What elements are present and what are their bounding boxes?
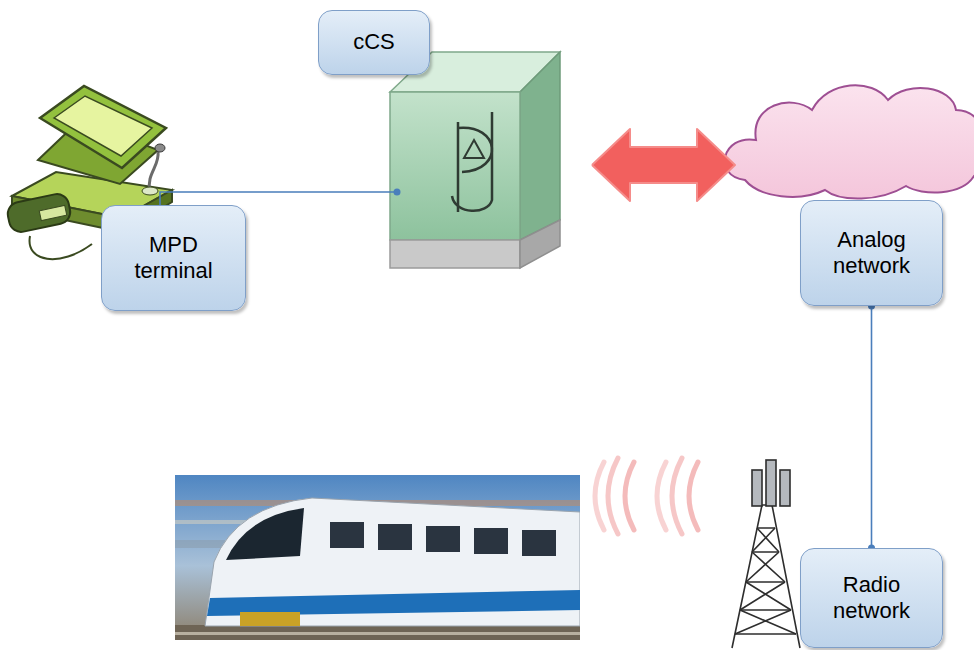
- server-icon-part: [458, 122, 492, 212]
- network-cloud: [725, 85, 974, 198]
- train-photo-part: [330, 522, 364, 548]
- server-icon-part: [452, 112, 492, 211]
- radio-waves-part: [625, 462, 634, 530]
- radio-tower-part: [752, 470, 762, 506]
- node-label: MPD terminal: [108, 232, 239, 285]
- train-photo: [175, 475, 580, 640]
- server-icon-part: [390, 240, 520, 268]
- label-box: Analog network: [800, 200, 943, 306]
- terminal-icon-part: [155, 144, 165, 152]
- radio-waves-part: [657, 462, 666, 530]
- connector-line: [160, 192, 397, 205]
- radio-waves-part: [608, 458, 618, 534]
- train-photo-part: [378, 524, 412, 550]
- node-label: Analog network: [807, 227, 936, 280]
- radio-waves-part: [689, 462, 698, 530]
- radio-waves: [595, 458, 698, 534]
- node-label: cCS: [353, 29, 395, 55]
- node-label: Radio network: [807, 572, 936, 625]
- terminal-icon-part: [6, 192, 73, 234]
- terminal-icon-part: [142, 187, 158, 195]
- radio-tower-part: [780, 470, 790, 506]
- terminal-icon-part: [30, 236, 92, 259]
- train-photo-part: [240, 612, 300, 626]
- radio-tower: [732, 460, 800, 648]
- terminal-icon-part: [39, 205, 67, 220]
- radio-tower-part: [735, 528, 796, 634]
- radio-waves-part: [595, 462, 604, 530]
- label-box: Radio network: [800, 548, 943, 648]
- label-box: MPD terminal: [101, 205, 246, 311]
- server-icon: [390, 52, 560, 268]
- terminal-icon-part: [54, 96, 152, 156]
- network-cloud-part: [725, 85, 974, 198]
- terminal-icon-part: [40, 86, 166, 168]
- server-icon-part: [520, 220, 560, 268]
- connector: [592, 129, 735, 201]
- train-photo-part: [175, 625, 580, 640]
- server-icon-part: [464, 140, 484, 158]
- radio-tower-part: [732, 505, 800, 648]
- radio-tower-part: [766, 460, 776, 506]
- train-photo-part: [205, 498, 580, 626]
- label-box: cCS: [318, 10, 430, 75]
- connector: [160, 189, 401, 206]
- server-icon-part: [520, 52, 560, 240]
- server-icon-part: [390, 92, 520, 240]
- train-photo-part: [175, 632, 580, 635]
- radio-waves-part: [672, 458, 682, 534]
- train-photo-part: [522, 530, 556, 556]
- connector: [868, 303, 875, 552]
- connector-line: [871, 306, 873, 548]
- connector-dot: [394, 189, 401, 196]
- train-photo-part: [226, 508, 304, 560]
- radio-tower-part: [735, 528, 796, 634]
- double-arrow: [592, 129, 735, 201]
- train-photo-part: [175, 475, 580, 640]
- train-photo-part: [474, 528, 508, 554]
- terminal-icon-part: [149, 152, 158, 190]
- train-photo-part: [426, 526, 460, 552]
